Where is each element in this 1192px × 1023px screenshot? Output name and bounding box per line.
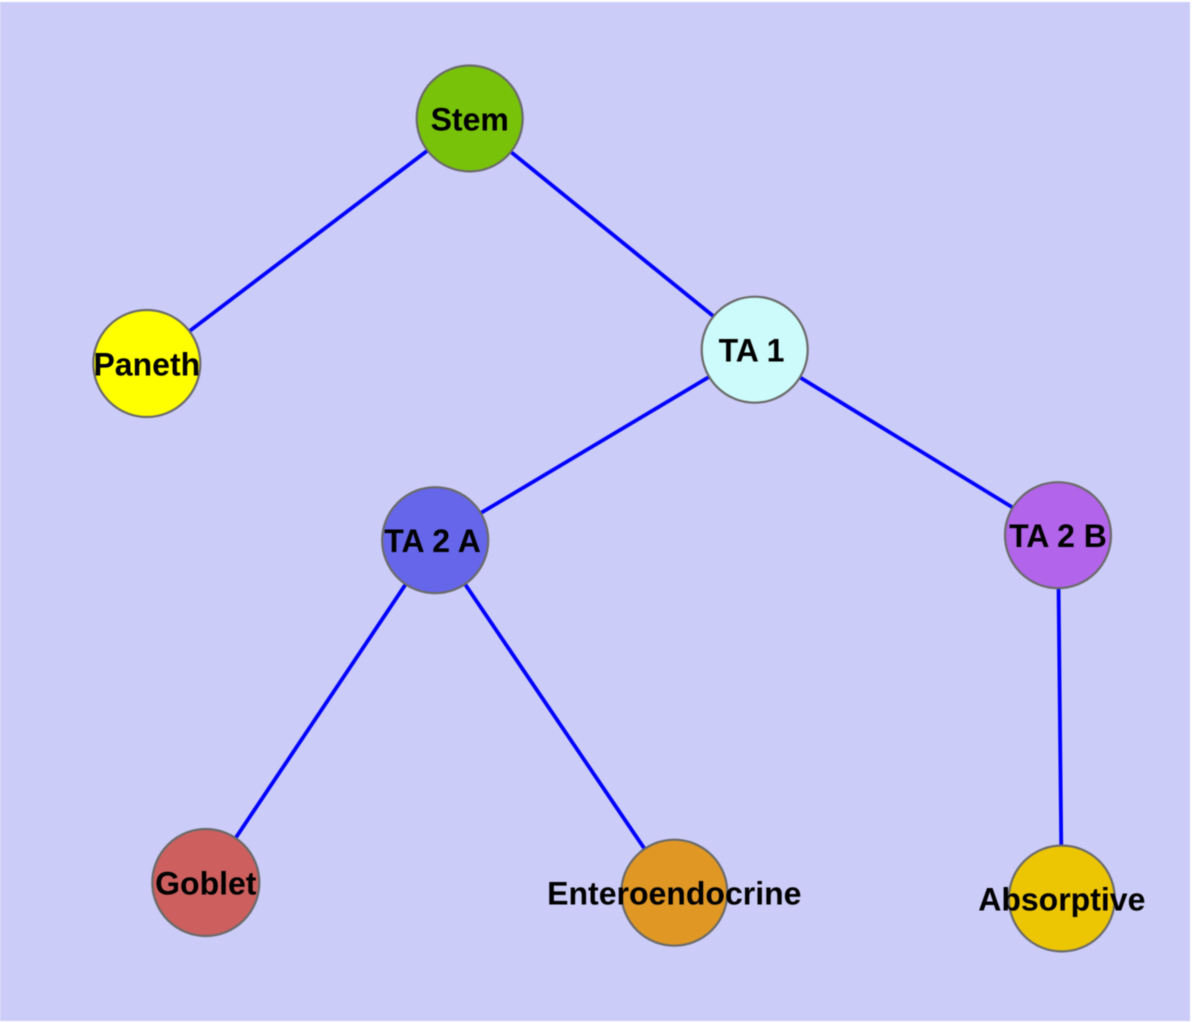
svg-text:TA 2 B: TA 2 B bbox=[1009, 518, 1107, 554]
svg-text:TA 1: TA 1 bbox=[719, 333, 785, 369]
svg-text:Paneth: Paneth bbox=[93, 347, 200, 383]
svg-text:Stem: Stem bbox=[431, 102, 509, 138]
svg-text:TA 2 A: TA 2 A bbox=[384, 523, 481, 559]
svg-text:Absorptive: Absorptive bbox=[978, 882, 1145, 918]
svg-text:Enteroendocrine: Enteroendocrine bbox=[547, 876, 801, 912]
svg-text:Goblet: Goblet bbox=[155, 866, 257, 902]
